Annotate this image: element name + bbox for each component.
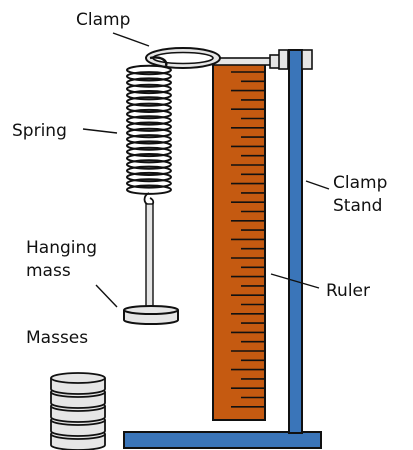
hanging-mass-leader-line	[95, 284, 118, 308]
spring-coil	[126, 83, 172, 95]
spring-coils	[126, 64, 172, 195]
clamp-stand	[123, 49, 322, 449]
clamp-stand-label-line1: Clamp	[333, 173, 387, 193]
spring-coil	[126, 153, 172, 164]
ruler-ticks	[231, 71, 264, 408]
ruler-body	[212, 63, 266, 421]
hanger-disc-top	[123, 305, 179, 315]
spring	[126, 56, 172, 206]
spring-coil	[126, 134, 172, 145]
spring-coil	[126, 171, 172, 183]
ruler-leader-line	[270, 273, 320, 289]
clamp-stand-label-line2: Stand	[333, 196, 382, 216]
masses-stack	[50, 372, 106, 450]
spring-coil	[126, 146, 172, 158]
spring-coil	[126, 159, 172, 170]
slotted-mass	[50, 372, 106, 395]
spring-coil	[126, 115, 172, 126]
spring-coil	[126, 108, 172, 120]
spring-coil	[126, 127, 172, 139]
clamp-leader-line	[112, 32, 150, 47]
stand-rod	[288, 49, 303, 434]
slotted-mass-top	[50, 372, 106, 384]
spring-top-hook	[149, 56, 168, 67]
spring-coil	[126, 140, 172, 151]
spring-coil	[126, 178, 172, 189]
spring-coil	[126, 165, 172, 177]
bosshead-right	[301, 49, 313, 70]
spring-label: Spring	[12, 121, 67, 141]
clamp-stand-leader-line	[305, 180, 330, 190]
hanging-mass	[123, 203, 179, 325]
spring-coil	[126, 77, 172, 88]
masses-label: Masses	[26, 328, 88, 348]
spring-coil	[126, 90, 172, 101]
ruler-label: Ruler	[326, 281, 370, 301]
bosshead-left	[278, 49, 289, 70]
hanger-rod	[145, 203, 154, 309]
clamp-bar	[213, 49, 313, 70]
spring-coil	[126, 121, 172, 132]
hanging-mass-label-line2: mass	[26, 261, 71, 281]
stand-base	[123, 431, 322, 449]
ruler	[212, 63, 266, 421]
spring-coil	[126, 71, 172, 82]
spring-coil	[126, 64, 172, 76]
spring-coil	[126, 96, 172, 107]
clamp-label: Clamp	[76, 10, 130, 30]
spring-coil	[126, 102, 172, 114]
clamp-ring	[145, 47, 221, 69]
spring-leader-line	[82, 128, 118, 134]
hanging-mass-label-line1: Hanging	[26, 238, 97, 258]
